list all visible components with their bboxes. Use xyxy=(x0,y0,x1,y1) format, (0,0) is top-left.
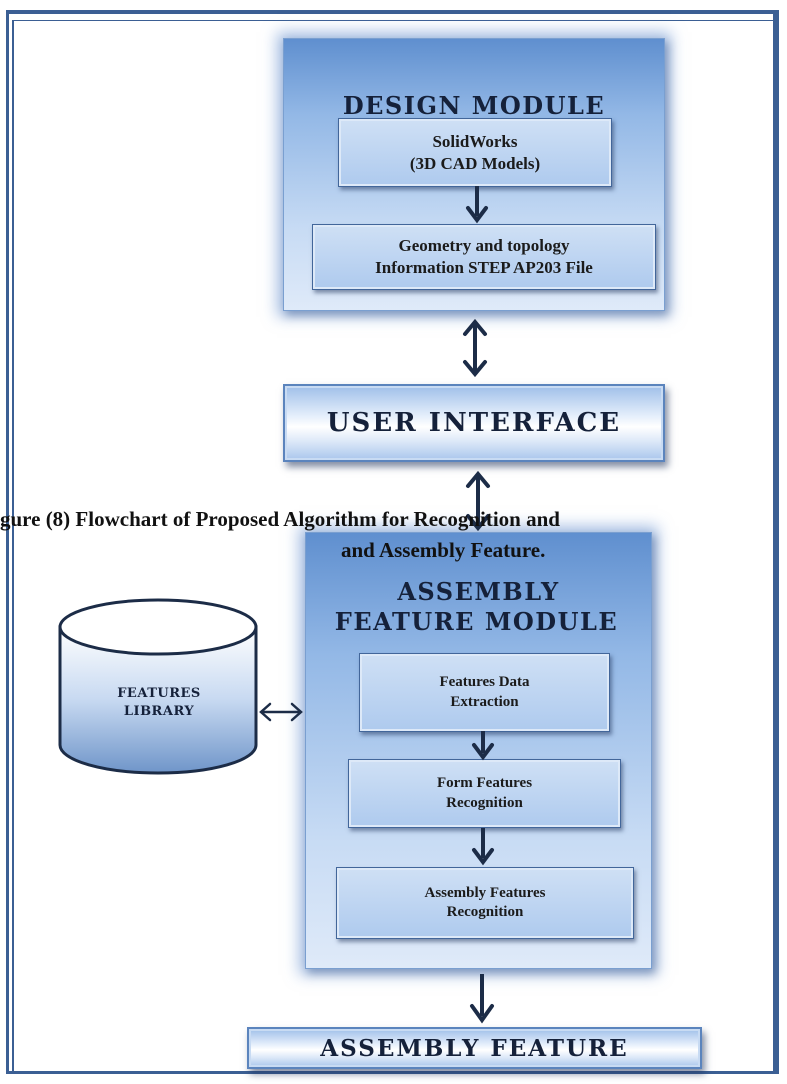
assembly-features-recognition-box: Assembly Features Recognition xyxy=(336,867,634,939)
figure-caption-line1: gure (8) Flowchart of Proposed Algorithm… xyxy=(0,507,560,531)
solidworks-label: SolidWorks xyxy=(432,131,518,151)
inner-frame xyxy=(12,20,777,1072)
double-arrow-library-module xyxy=(259,702,303,722)
design-module: DESIGN MODULE SolidWorks (3D CAD Models)… xyxy=(283,38,665,311)
assembly-features-label: Assembly Features xyxy=(424,884,546,901)
assembly-feature-label: ASSEMBLY FEATURE xyxy=(320,1034,629,1062)
extraction-label: Extraction xyxy=(450,693,519,710)
design-module-title: DESIGN MODULE xyxy=(342,91,606,120)
cad-models-label: (3D CAD Models) xyxy=(409,153,541,173)
assembly-module-title-1: ASSEMBLY xyxy=(397,577,560,606)
features-library-label: FEATURES LIBRARY xyxy=(72,685,246,720)
user-interface-label: USER INTERFACE xyxy=(326,408,622,438)
recognition-label-2: Recognition xyxy=(446,904,524,920)
double-arrow-ui-assembly xyxy=(466,470,490,532)
geometry-label: Geometry and topology xyxy=(398,236,570,256)
outer-frame xyxy=(6,10,779,1074)
features-data-label: Features Data xyxy=(439,674,530,691)
solidworks-box: SolidWorks (3D CAD Models) xyxy=(338,118,612,187)
form-features-recognition-box: Form Features Recognition xyxy=(348,759,621,828)
assembly-module-title-2: FEATURE MODULE xyxy=(334,607,619,636)
features-data-extraction-box: Features Data Extraction xyxy=(359,653,610,732)
step-file-box: Geometry and topology Information STEP A… xyxy=(312,224,656,290)
features-label: FEATURES xyxy=(117,686,201,701)
user-interface-bar: USER INTERFACE xyxy=(283,384,665,462)
figure-caption-line2: and Assembly Feature. xyxy=(341,538,546,562)
arrow-down-extraction xyxy=(472,731,494,761)
assembly-feature-output-bar: ASSEMBLY FEATURE xyxy=(247,1027,702,1069)
arrow-down-output xyxy=(470,974,494,1024)
arrow-down-form xyxy=(472,828,494,866)
features-library-cylinder xyxy=(58,598,258,775)
library-label: LIBRARY xyxy=(123,703,195,719)
step-file-label: Information STEP AP203 File xyxy=(375,258,593,277)
recognition-label-1: Recognition xyxy=(446,794,523,811)
arrow-down-design xyxy=(466,186,488,224)
form-features-label: Form Features xyxy=(436,775,533,792)
double-arrow-design-ui xyxy=(463,318,487,378)
